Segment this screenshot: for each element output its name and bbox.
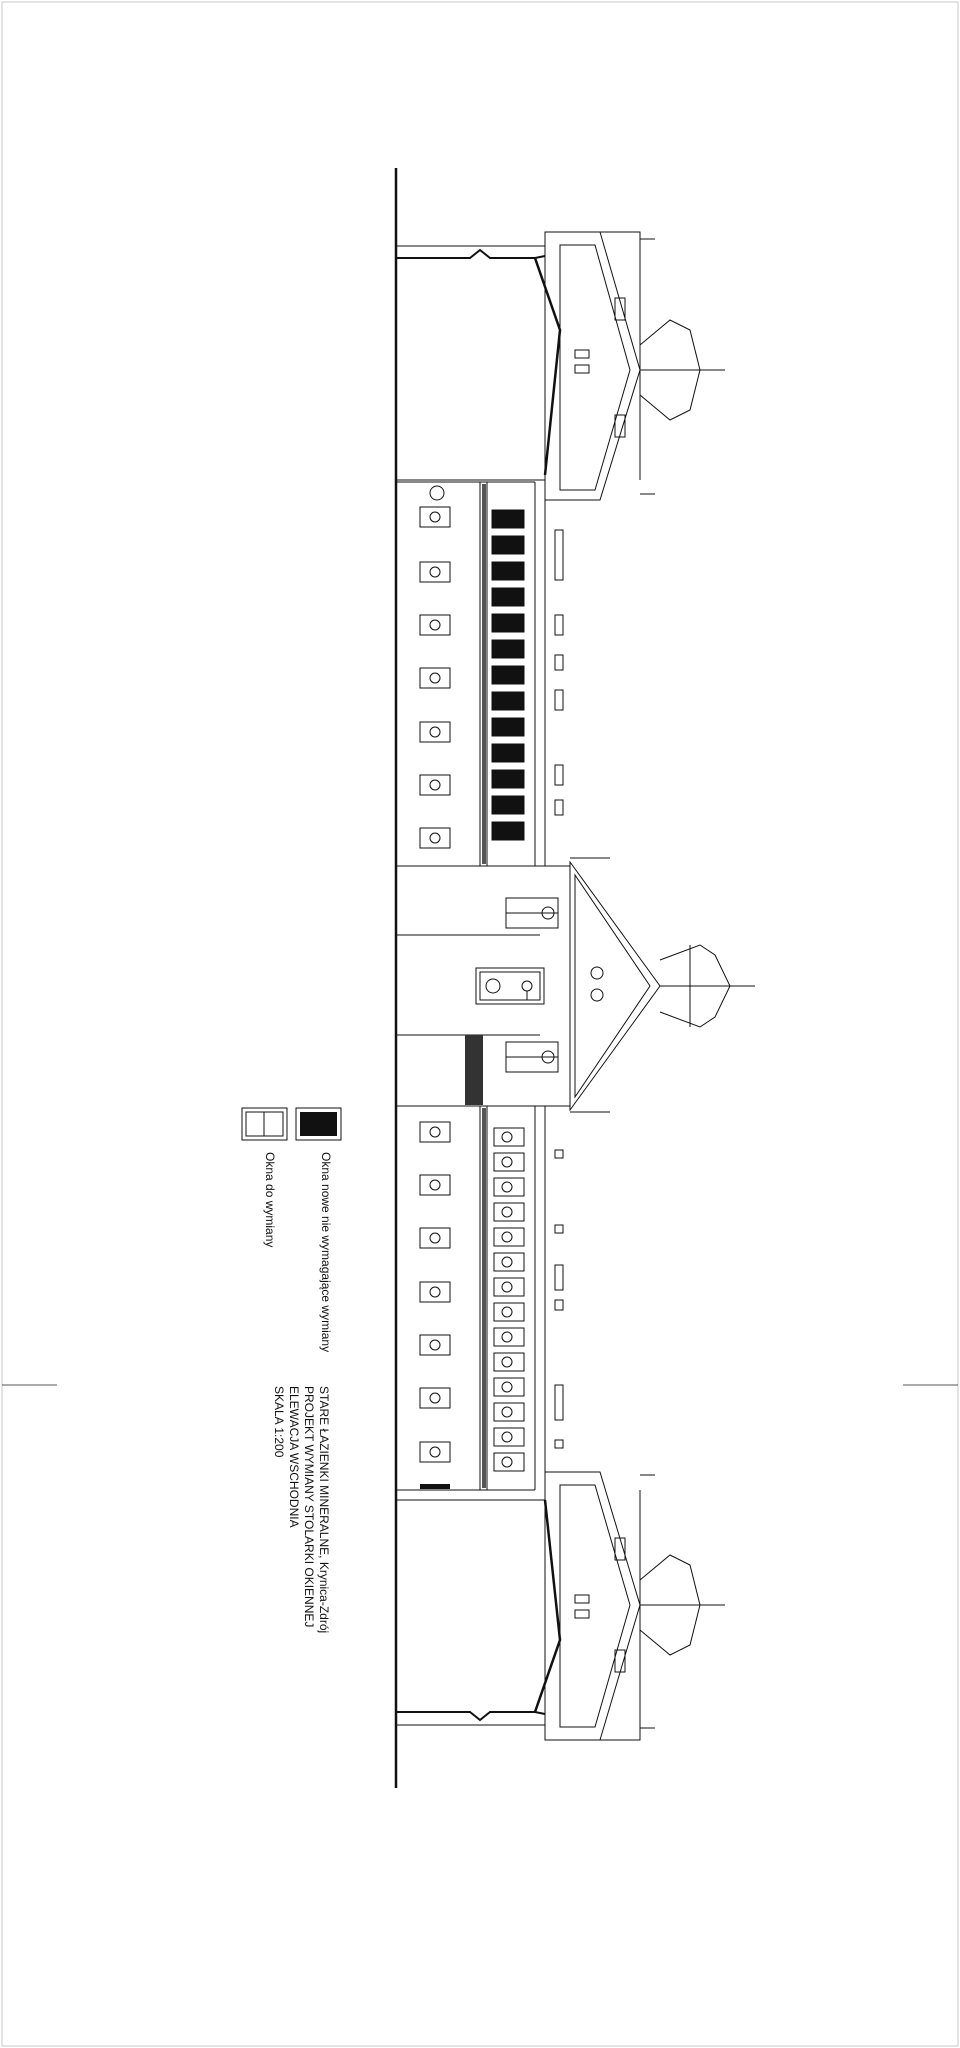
window-group-mid-lower xyxy=(493,1127,525,1472)
title-line-3: ELEWACJA WSCHODNIA xyxy=(287,1386,301,1528)
window-new xyxy=(491,587,525,607)
window-replace xyxy=(419,1441,451,1463)
window-replace xyxy=(419,506,451,528)
window-new xyxy=(491,691,525,711)
window-replace xyxy=(419,1174,451,1196)
window-replace xyxy=(419,774,451,796)
window-new xyxy=(491,639,525,659)
window-replace xyxy=(419,1387,451,1409)
window-replace xyxy=(419,827,451,849)
window-replace xyxy=(419,561,451,583)
window-new xyxy=(491,561,525,581)
lower-wing xyxy=(396,1105,564,1491)
window-new xyxy=(491,665,525,685)
legend: Okna nowe nie wymagające wymiany Okna do… xyxy=(241,1107,342,1352)
window-replace xyxy=(419,721,451,743)
upper-wing xyxy=(396,481,564,867)
window-group-left-lower xyxy=(419,1121,451,1463)
window-new xyxy=(491,717,525,737)
window-new xyxy=(491,535,525,555)
window-replace xyxy=(419,1334,451,1356)
window-new xyxy=(491,795,525,815)
end-pavilion-bottom xyxy=(396,1471,725,1741)
title-line-1: STARE ŁAZIENKI MINERALNE, Krynica-Zdrój xyxy=(317,1386,331,1633)
window-center-small xyxy=(590,966,604,980)
title-line-4: SKALA 1:200 xyxy=(272,1386,286,1458)
window-replace xyxy=(419,667,451,689)
title-block: STARE ŁAZIENKI MINERALNE, Krynica-Zdrój … xyxy=(272,1386,331,1633)
legend-swatch-new xyxy=(295,1107,342,1141)
window-group-center xyxy=(475,897,604,1073)
window-replace xyxy=(419,614,451,636)
central-risalit xyxy=(396,857,755,1113)
window-group-left-upper xyxy=(419,485,451,849)
legend-label-replace: Okna do wymiany xyxy=(263,1152,277,1247)
end-pavilion-top xyxy=(396,231,725,501)
window-group-new-upper xyxy=(491,509,525,841)
window-replace xyxy=(419,1227,451,1249)
window-new xyxy=(491,769,525,789)
legend-label-new: Okna nowe nie wymagające wymiany xyxy=(319,1152,333,1352)
window-new xyxy=(491,821,525,841)
legend-swatch-replace xyxy=(241,1107,288,1141)
window-new xyxy=(491,743,525,763)
window-replace xyxy=(419,1281,451,1303)
window-replace xyxy=(419,1121,451,1143)
window-center-big xyxy=(475,967,545,1005)
window-new xyxy=(491,613,525,633)
window-new xyxy=(491,509,525,529)
title-line-2: PROJEKT WYMIANY STOLARKI OKIENNEJ xyxy=(302,1386,316,1627)
